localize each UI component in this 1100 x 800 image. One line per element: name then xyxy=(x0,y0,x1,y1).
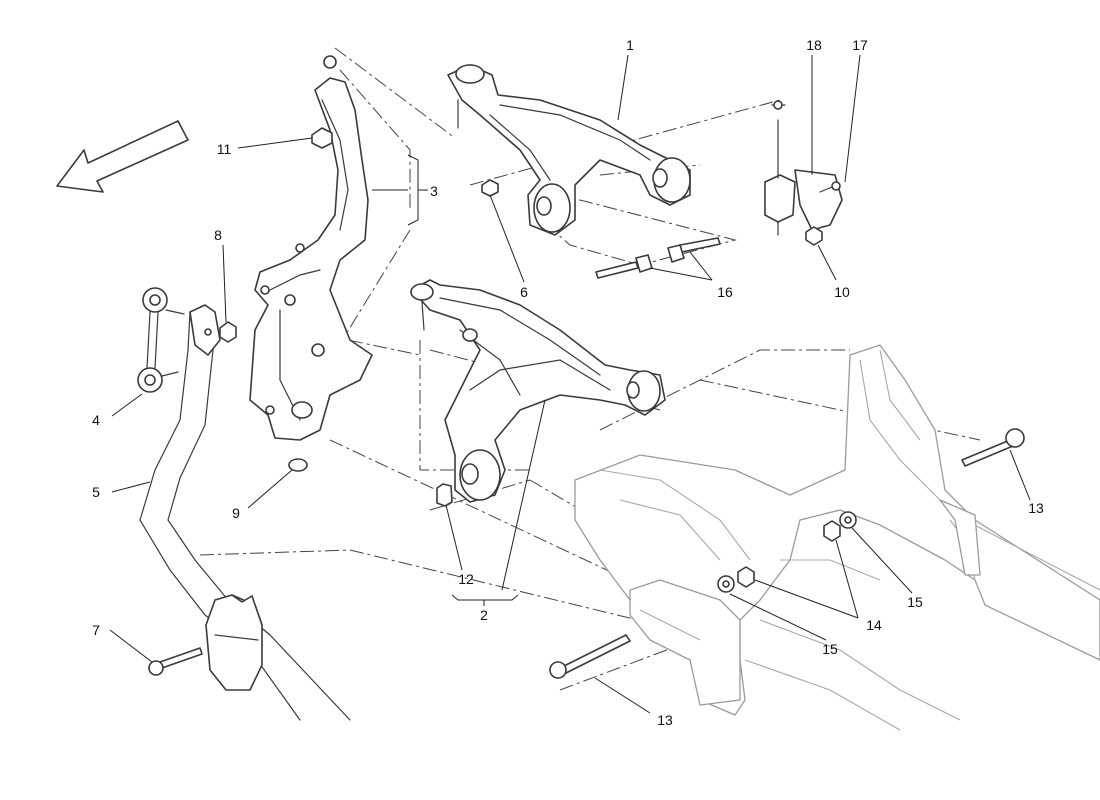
callout-18: 18 xyxy=(806,37,822,53)
upper-control-arm xyxy=(447,64,691,236)
callout-15-lower: 15 xyxy=(822,641,838,657)
callout-5: 5 xyxy=(92,484,100,500)
callout-16: 16 xyxy=(717,284,733,300)
callout-17: 17 xyxy=(852,37,868,53)
callout-13-bottom: 13 xyxy=(657,712,673,728)
callout-6: 6 xyxy=(520,284,528,300)
anti-roll-bar xyxy=(139,304,351,721)
hub-carrier xyxy=(249,55,373,441)
callout-13-right: 13 xyxy=(1028,500,1044,516)
subframe xyxy=(574,344,1100,731)
callout-1: 1 xyxy=(626,37,634,53)
callout-8: 8 xyxy=(214,227,222,243)
callout-2: 2 xyxy=(480,607,488,623)
callout-4: 4 xyxy=(92,412,100,428)
callout-11: 11 xyxy=(217,141,232,157)
callout-3: 3 xyxy=(430,183,438,199)
callout-14: 14 xyxy=(866,617,882,633)
direction-arrow-icon xyxy=(56,120,189,193)
callout-12: 12 xyxy=(458,571,474,587)
lower-control-arm xyxy=(410,279,666,503)
stabilizer-link xyxy=(137,287,185,393)
callout-10: 10 xyxy=(834,284,850,300)
callouts: 1 2 3 4 5 6 7 8 9 10 11 12 13 13 14 15 1… xyxy=(92,37,1044,728)
callout-9: 9 xyxy=(232,505,240,521)
callout-7: 7 xyxy=(92,622,100,638)
leader-lines xyxy=(109,54,1031,714)
callout-15-right: 15 xyxy=(907,594,923,610)
height-sensor xyxy=(764,100,843,236)
